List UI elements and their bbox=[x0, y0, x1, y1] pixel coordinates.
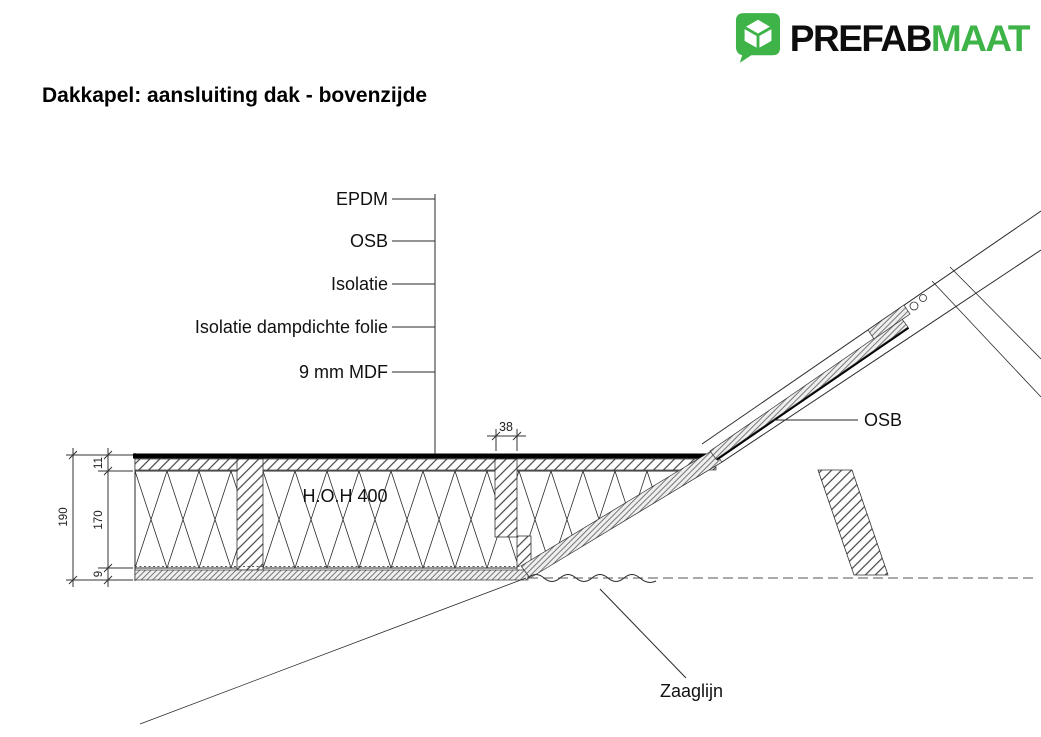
callout-leaders: EPDM OSB Isolatie Isolatie dampdichte fo… bbox=[195, 189, 436, 457]
sloped-roof bbox=[139, 210, 1041, 725]
tile-batten-detail bbox=[867, 304, 911, 340]
rafter-cut bbox=[817, 469, 889, 576]
logo-text-maat: MAAT bbox=[930, 17, 1031, 59]
zaaglijn-label: Zaaglijn bbox=[660, 681, 723, 701]
dim-11: 11 bbox=[93, 457, 105, 469]
dim-38: 38 bbox=[499, 420, 513, 434]
osb-layer bbox=[134, 458, 717, 471]
dim-38-group: 38 bbox=[487, 420, 526, 451]
prefab-box-icon bbox=[735, 13, 780, 63]
callout-isolatie-label: Isolatie bbox=[331, 274, 388, 294]
dim-190: 190 bbox=[58, 507, 70, 526]
tile-hook bbox=[909, 301, 919, 311]
truss-post-right bbox=[494, 458, 518, 538]
callout-epdm-label: EPDM bbox=[336, 189, 388, 209]
truss-post-left bbox=[236, 458, 264, 571]
annotations: H.O.H 400 OSB Zaaglijn bbox=[302, 410, 902, 701]
logo-text-prefab: PREFAB bbox=[789, 17, 933, 59]
page-title: Dakkapel: aansluiting dak - bovenzijde bbox=[42, 84, 428, 107]
osb-right-label: OSB bbox=[864, 410, 902, 430]
callout-mdf-label: 9 mm MDF bbox=[299, 362, 388, 382]
callout-folie-label: Isolatie dampdichte folie bbox=[195, 317, 388, 337]
zaaglijn-wavy-line bbox=[527, 574, 657, 583]
callout-osb-label: OSB bbox=[350, 231, 388, 251]
dim-9: 9 bbox=[93, 571, 105, 577]
tile-strip bbox=[709, 318, 909, 460]
logo: PREFABMAAT bbox=[735, 12, 1031, 64]
mdf-layer bbox=[134, 569, 529, 581]
bottom-left-leader bbox=[139, 577, 527, 725]
tile-hook bbox=[919, 294, 927, 302]
hoh-label: H.O.H 400 bbox=[302, 486, 387, 506]
left-dimensions: 11 170 9 190 bbox=[58, 448, 133, 587]
logo-wordmark: PREFABMAAT bbox=[789, 17, 1031, 59]
dim-170: 170 bbox=[93, 510, 105, 529]
